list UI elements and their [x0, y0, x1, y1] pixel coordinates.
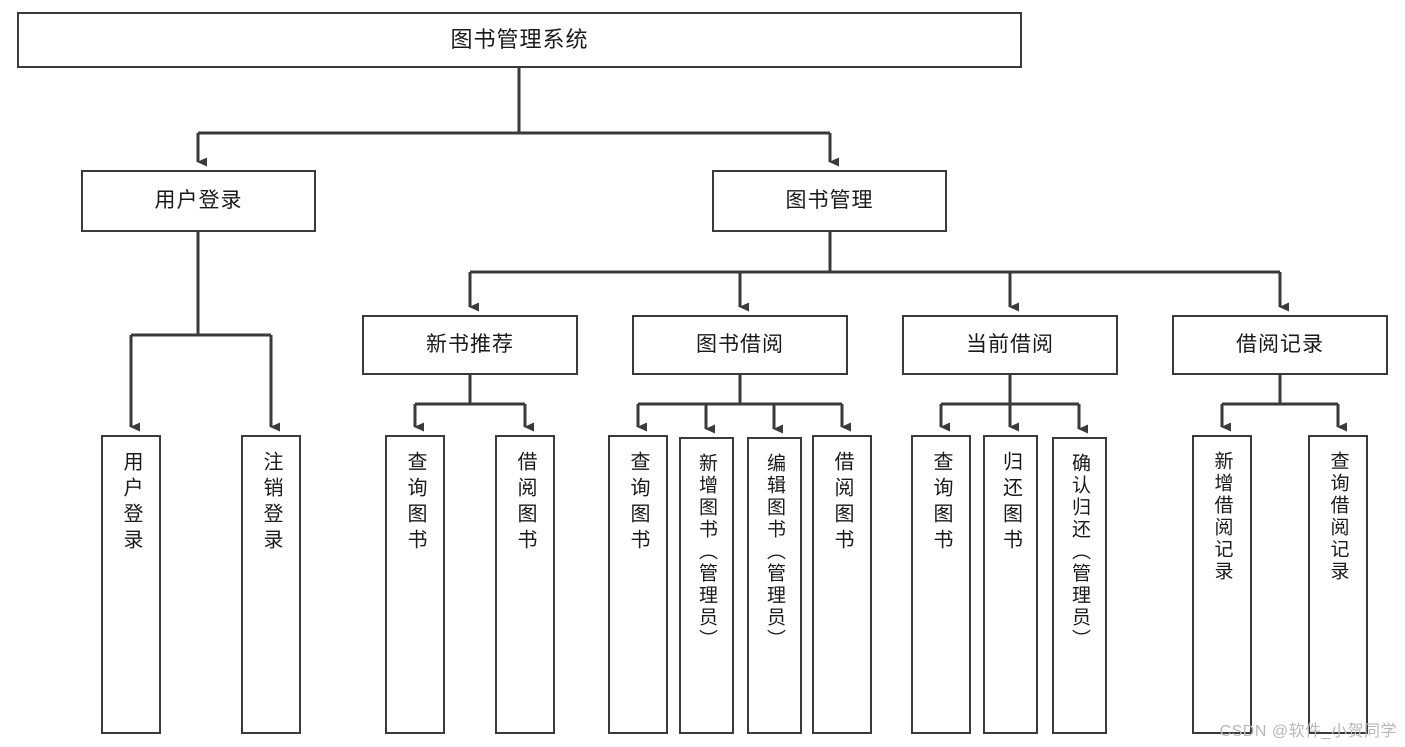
leaf-logout-login-label: 注销登录	[260, 451, 282, 555]
node-root-system-label: 图书管理系统	[450, 27, 589, 53]
node-new-book-recommend[interactable]: 新书推荐	[362, 315, 578, 375]
leaf-add-record-label: 新增借阅记录	[1211, 451, 1233, 583]
node-current-borrow-label: 当前借阅	[966, 332, 1054, 356]
leaf-return-book[interactable]: 归还图书	[983, 435, 1038, 734]
node-book-management-label: 图书管理	[785, 188, 874, 212]
leaf-query-book-3-label: 查询图书	[930, 451, 952, 555]
node-user-login-label: 用户登录	[154, 188, 243, 212]
leaf-add-record[interactable]: 新增借阅记录	[1192, 435, 1252, 734]
leaf-add-book[interactable]: 新增图书（管理员）	[679, 437, 734, 734]
leaf-add-book-label: 新增图书（管理员）	[696, 453, 717, 651]
node-borrow-record-label: 借阅记录	[1236, 332, 1324, 356]
node-root-system[interactable]: 图书管理系统	[17, 12, 1022, 68]
leaf-confirm-return[interactable]: 确认归还（管理员）	[1052, 437, 1107, 734]
leaf-edit-book[interactable]: 编辑图书（管理员）	[747, 437, 802, 734]
leaf-confirm-return-label: 确认归还（管理员）	[1069, 453, 1090, 651]
node-current-borrow[interactable]: 当前借阅	[902, 315, 1118, 375]
leaf-query-record[interactable]: 查询借阅记录	[1308, 435, 1368, 734]
node-book-management[interactable]: 图书管理	[712, 170, 947, 232]
leaf-user-login-label: 用户登录	[120, 451, 142, 555]
node-borrow-record[interactable]: 借阅记录	[1172, 315, 1388, 375]
leaf-borrow-book-1-label: 借阅图书	[514, 451, 536, 555]
leaf-query-record-label: 查询借阅记录	[1327, 451, 1349, 583]
node-new-book-recommend-label: 新书推荐	[426, 332, 514, 356]
leaf-query-book-2[interactable]: 查询图书	[608, 435, 668, 734]
leaf-logout-login[interactable]: 注销登录	[241, 435, 301, 734]
node-user-login[interactable]: 用户登录	[81, 170, 316, 232]
leaf-query-book-1-label: 查询图书	[404, 451, 426, 555]
leaf-return-book-label: 归还图书	[999, 451, 1022, 555]
leaf-query-book-2-label: 查询图书	[627, 451, 649, 555]
leaf-borrow-book-1[interactable]: 借阅图书	[495, 435, 555, 734]
node-book-borrow[interactable]: 图书借阅	[632, 315, 848, 375]
leaf-edit-book-label: 编辑图书（管理员）	[764, 453, 785, 651]
leaf-borrow-book-2[interactable]: 借阅图书	[812, 435, 872, 734]
leaf-query-book-1[interactable]: 查询图书	[385, 435, 445, 734]
leaf-query-book-3[interactable]: 查询图书	[911, 435, 971, 734]
leaf-borrow-book-2-label: 借阅图书	[831, 451, 853, 555]
node-book-borrow-label: 图书借阅	[696, 332, 784, 356]
leaf-user-login[interactable]: 用户登录	[101, 435, 161, 734]
